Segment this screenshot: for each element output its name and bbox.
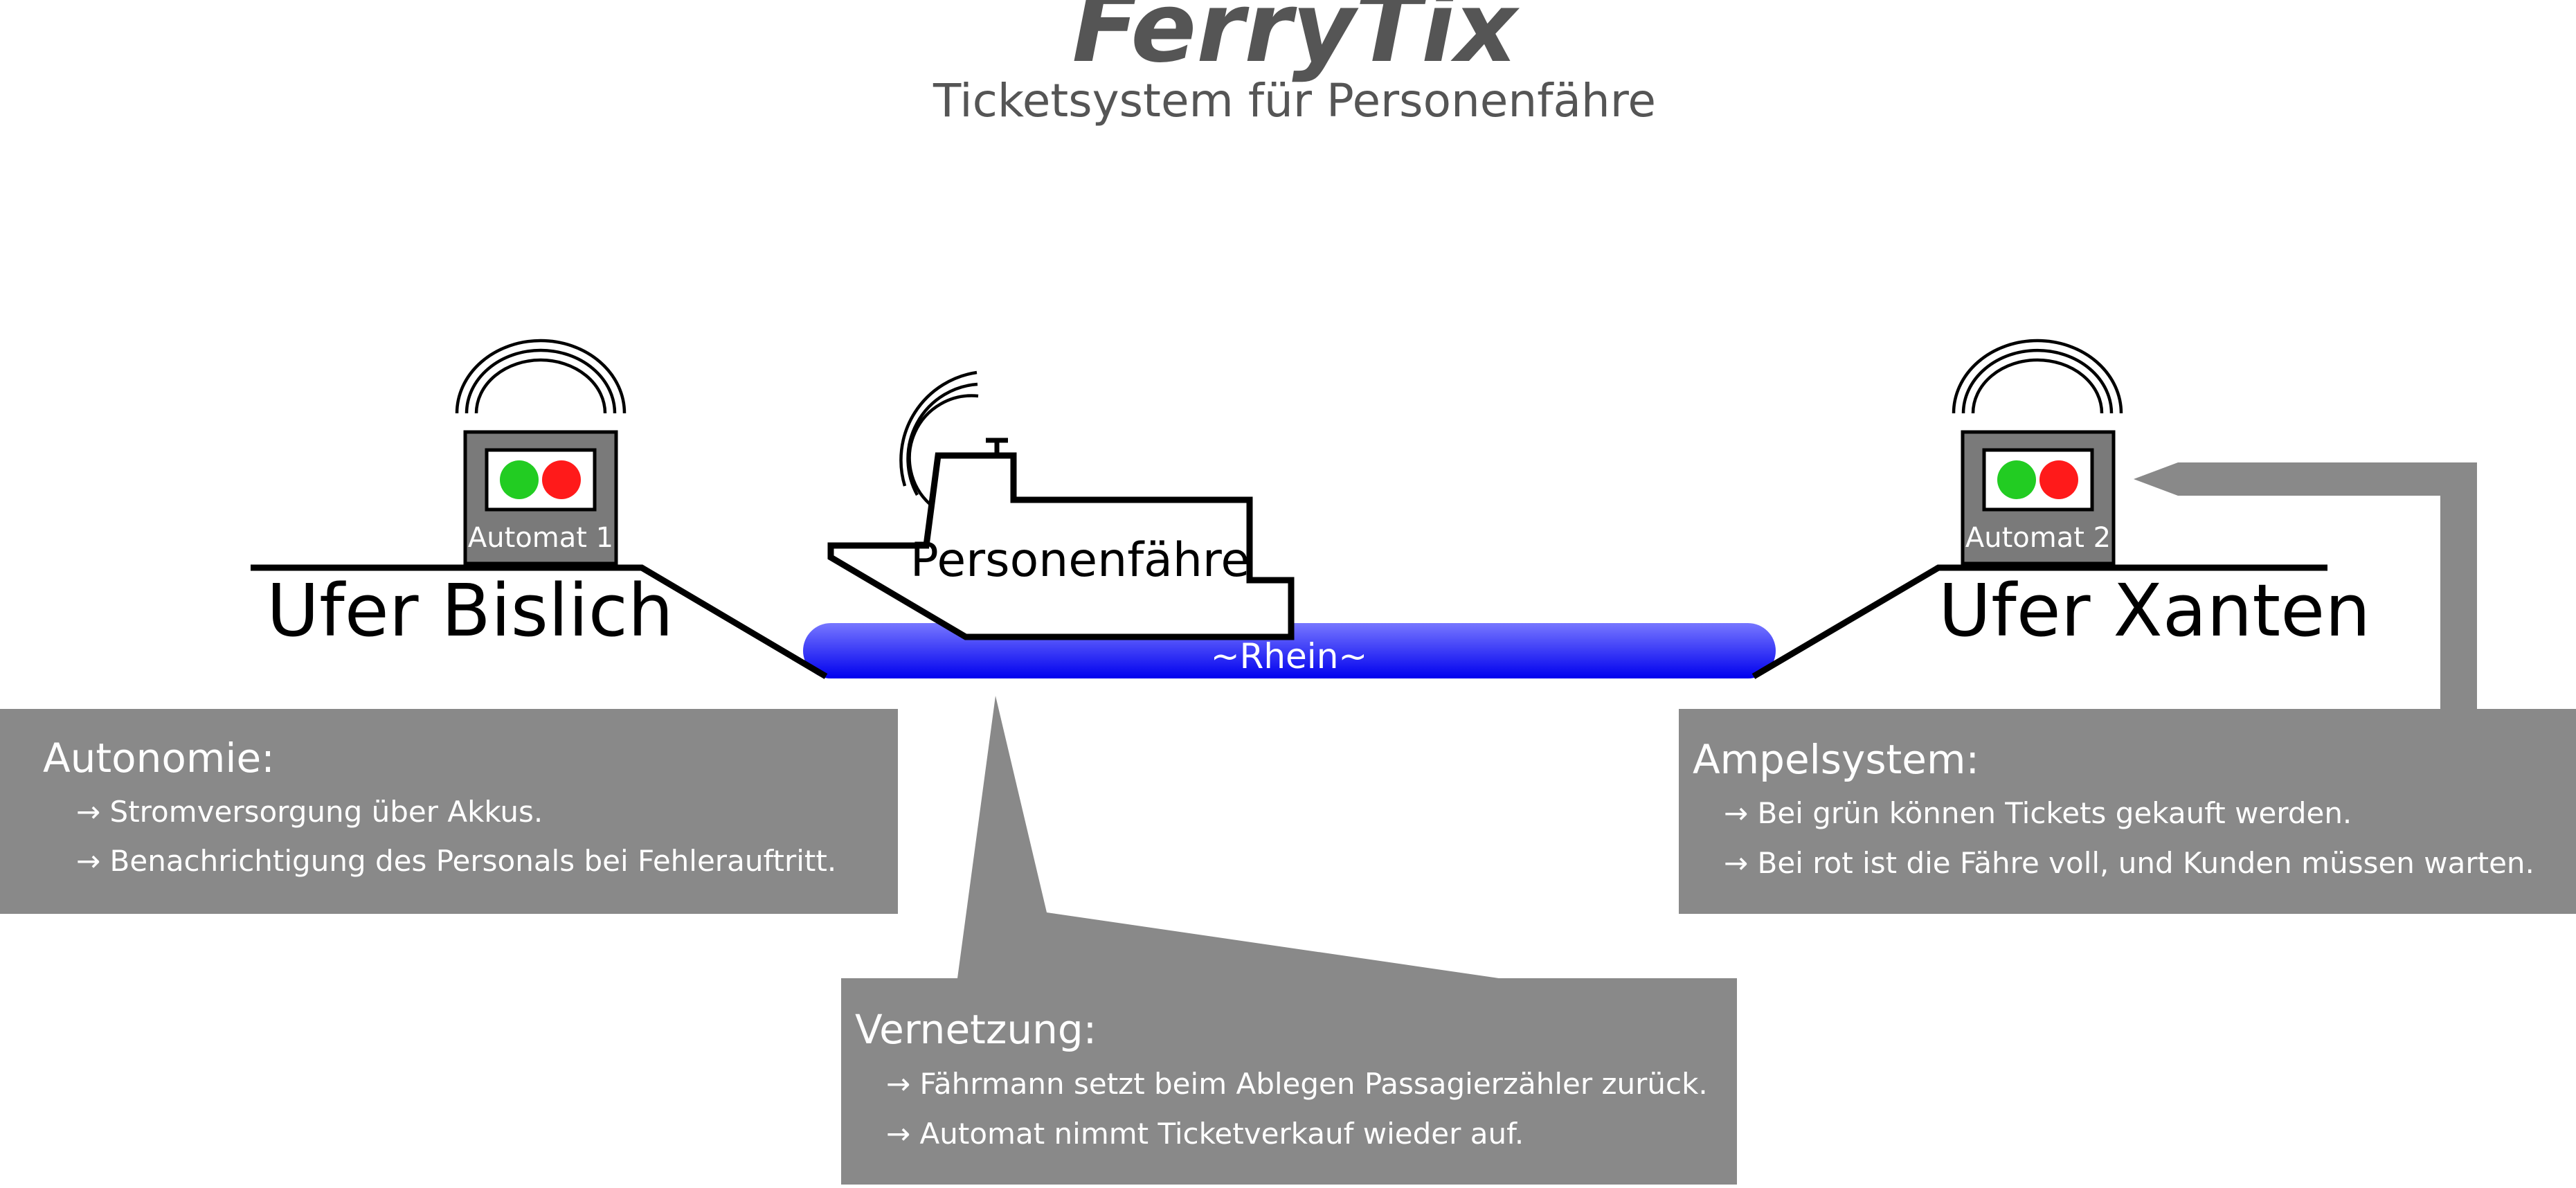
callout-autonomy-box xyxy=(0,709,898,914)
machine-1-green-lamp xyxy=(500,460,539,499)
callout-network-box xyxy=(841,978,1737,1185)
ferry-label: Personenfähre xyxy=(910,533,1250,588)
river-label: ~Rhein~ xyxy=(1211,636,1368,676)
callout-traffic-light-title: Ampelsystem: xyxy=(1693,736,1979,783)
callout-autonomy-title: Autonomie: xyxy=(43,735,275,782)
callout-network: Vernetzung: → Fährmann setzt beim Ablege… xyxy=(841,696,1737,1185)
shore-left-line xyxy=(251,564,828,679)
machine-2-red-lamp xyxy=(2039,460,2078,499)
callout-network-title: Vernetzung: xyxy=(855,1006,1097,1053)
callout-network-pointer xyxy=(957,696,1499,978)
ticket-machine-2: Automat 2 xyxy=(1952,339,2123,566)
callout-autonomy-item: → Benachrichtigung des Personals bei Feh… xyxy=(76,844,836,878)
page-title: FerryTix xyxy=(1072,0,1520,84)
machine-1-red-lamp xyxy=(542,460,581,499)
machine-1-signal-icon xyxy=(455,339,627,414)
shore-left-label: Ufer Bislich xyxy=(267,568,674,653)
page-subtitle: Ticketsystem für Personenfähre xyxy=(933,74,1656,127)
ticket-machine-1: Automat 1 xyxy=(455,339,627,566)
callout-traffic-light: Ampelsystem: → Bei grün können Tickets g… xyxy=(1679,462,2576,914)
callout-network-item: → Fährmann setzt beim Ablegen Passagierz… xyxy=(886,1067,1708,1101)
machine-2-signal-icon xyxy=(1952,339,2123,414)
machine-1-label: Automat 1 xyxy=(468,522,613,554)
ferry-hull xyxy=(827,452,1295,640)
callout-traffic-light-arrow xyxy=(2134,462,2477,713)
ferry-signal-icon xyxy=(899,370,979,505)
callout-traffic-light-item: → Bei rot ist die Fähre voll, und Kunden… xyxy=(1724,846,2534,880)
machine-2-green-lamp xyxy=(1997,460,2036,499)
callout-autonomy-item: → Stromversorgung über Akkus. xyxy=(76,795,543,829)
callout-network-item: → Automat nimmt Ticketverkauf wieder auf… xyxy=(886,1117,1524,1151)
machine-2-label: Automat 2 xyxy=(1965,522,2111,554)
shore-right-line xyxy=(1751,564,2327,679)
shore-right-label: Ufer Xanten xyxy=(1938,568,2370,653)
callout-traffic-light-item: → Bei grün können Tickets gekauft werden… xyxy=(1724,796,2352,830)
callout-traffic-light-box xyxy=(1679,709,2576,914)
ferry: Personenfähre xyxy=(827,370,1295,640)
callout-autonomy: Autonomie: → Stromversorgung über Akkus.… xyxy=(0,709,898,914)
